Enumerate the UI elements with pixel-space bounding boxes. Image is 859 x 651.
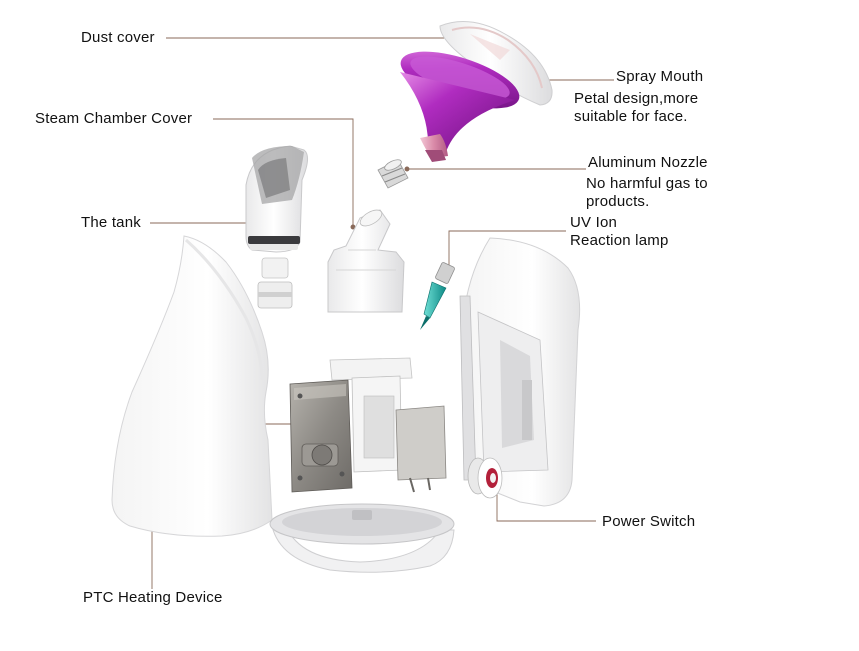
label-uv-lamp: UV Ion Reaction lamp	[570, 214, 668, 250]
leader-steam-chamber	[213, 118, 354, 226]
uv-lamp-line-2: Reaction lamp	[570, 232, 669, 249]
label-aluminum-nozzle: Aluminum Nozzle	[588, 154, 708, 171]
spray-mouth-part	[400, 51, 520, 162]
label-power-switch: Power Switch	[602, 513, 696, 530]
steam-chamber-cover-part	[327, 209, 405, 313]
uv-lamp-part	[420, 262, 455, 330]
aluminum-nozzle-desc-line-2: products.	[586, 193, 650, 210]
leader-uv-lamp	[448, 230, 566, 268]
inner-bracket	[329, 357, 413, 473]
main-body-right	[459, 237, 581, 507]
label-spray-mouth: Spray Mouth	[616, 68, 704, 85]
heater-plate	[395, 405, 447, 493]
aluminum-nozzle-part	[377, 159, 409, 189]
leader-dot-aluminum-nozzle	[404, 166, 410, 172]
tank-part	[245, 145, 308, 309]
aluminum-nozzle-desc-line-1: No harmful gas to	[586, 175, 708, 192]
label-ptc-heating-device: PTC Heating Device	[83, 589, 223, 606]
dust-cover-part	[439, 21, 553, 106]
ptc-heating-part	[289, 379, 353, 493]
base-dish-part	[269, 503, 455, 573]
spray-mouth-desc-line-2: suitable for face.	[574, 108, 688, 125]
spray-mouth-desc-line-1: Petal design,more	[574, 90, 699, 107]
label-the-tank: The tank	[81, 214, 141, 231]
label-dust-cover: Dust cover	[81, 29, 155, 46]
uv-lamp-line-1: UV Ion	[570, 214, 618, 231]
power-switch-part	[467, 457, 503, 499]
label-steam-chamber-cover: Steam Chamber Cover	[35, 110, 193, 127]
label-spray-mouth-desc: Petal design,more suitable for face.	[574, 90, 698, 126]
label-aluminum-nozzle-desc: No harmful gas to products.	[586, 175, 708, 211]
main-body-left	[111, 235, 273, 537]
